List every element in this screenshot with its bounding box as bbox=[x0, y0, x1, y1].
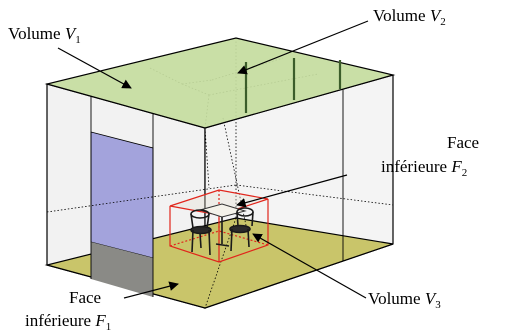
volume-v3-box bbox=[169, 189, 269, 263]
callout-arrows bbox=[57, 20, 369, 299]
label-face-f1-line2: inférieure F1 bbox=[25, 311, 111, 333]
label-volume-v2: Volume V2 bbox=[373, 6, 446, 28]
table-and-chairs bbox=[190, 203, 254, 256]
label-volume-v3: Volume V3 bbox=[368, 289, 441, 311]
label-face-f2-line1: Face bbox=[447, 133, 479, 152]
arrow-f2 bbox=[236, 174, 348, 208]
ceiling-volume-v1 bbox=[44, 37, 396, 129]
arrow-v2 bbox=[237, 20, 369, 75]
label-face-f2-line2: inférieure F2 bbox=[381, 157, 467, 179]
arrow-v3 bbox=[252, 233, 367, 299]
arrow-f1 bbox=[123, 281, 179, 299]
arrow-v1 bbox=[57, 47, 132, 89]
label-face-f1-line1: Face bbox=[69, 288, 101, 307]
label-volume-v1: Volume V1 bbox=[8, 24, 81, 46]
door bbox=[90, 131, 154, 259]
door-shadow bbox=[91, 242, 153, 297]
